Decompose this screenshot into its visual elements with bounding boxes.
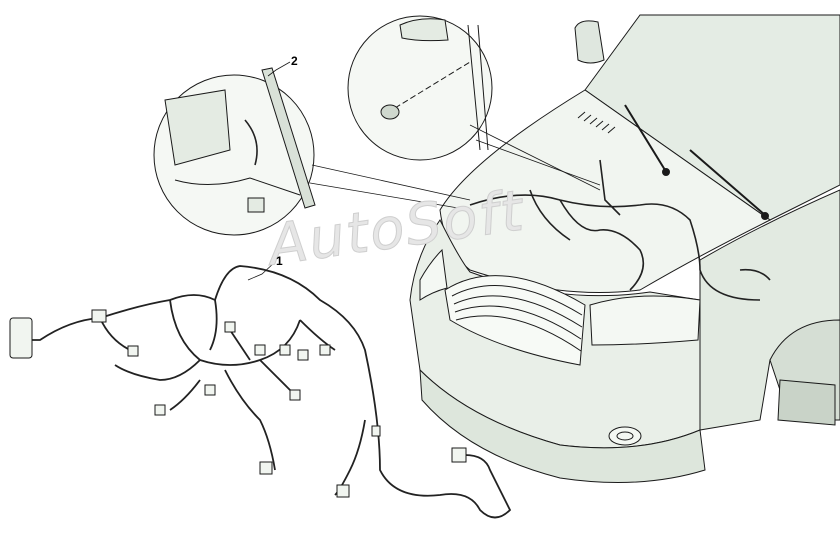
callout-2-leader xyxy=(267,61,291,77)
inset-circle-clip xyxy=(347,15,493,161)
inset-circle-hinge xyxy=(153,67,316,236)
vehicle-harness xyxy=(469,159,771,301)
inset-hinge-strip xyxy=(261,67,316,209)
vehicle-front xyxy=(409,14,840,483)
inset-bracket xyxy=(164,89,231,166)
side-mirror xyxy=(574,20,605,64)
hood-vent xyxy=(577,111,616,134)
harness-connectors xyxy=(9,309,467,498)
callout-1-leader xyxy=(247,261,276,281)
inset-leader-lines xyxy=(309,124,601,211)
loose-wiring-harness xyxy=(15,265,512,519)
grille xyxy=(444,275,586,366)
hood xyxy=(439,89,771,293)
fog-light xyxy=(608,426,642,446)
wipers xyxy=(624,104,769,220)
callout-label-1: 1 xyxy=(276,254,283,268)
inset-grommet xyxy=(380,104,400,120)
lower-bumper xyxy=(419,368,706,483)
callout-label-2: 2 xyxy=(291,54,298,68)
main-connector xyxy=(9,317,33,359)
mud-flap xyxy=(777,379,836,426)
callout-leaders xyxy=(247,61,291,281)
headlights xyxy=(419,248,701,346)
